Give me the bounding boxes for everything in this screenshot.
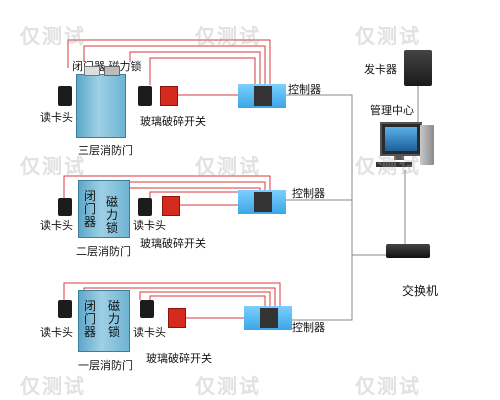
- network-switch-icon: [386, 244, 430, 258]
- floor1-mag-lock-label: 磁力锁: [108, 299, 121, 339]
- floor1-card-reader-left-icon: [58, 300, 72, 318]
- monitor-icon: [380, 122, 422, 156]
- floor3-controller-box: [254, 86, 272, 106]
- floor1-glass-break-switch-icon: [168, 308, 186, 328]
- floor1-reader-left-label: 读卡头: [40, 326, 73, 339]
- floor3-title: 三层消防门: [78, 144, 133, 157]
- card-issuer-label: 发卡器: [364, 63, 397, 76]
- floor2-glass-label: 玻璃破碎开关: [140, 237, 206, 250]
- floor1-controller-box: [260, 308, 278, 328]
- floor2-title: 二层消防门: [76, 245, 131, 258]
- floor3-door-closer-icon: [84, 66, 100, 76]
- floor1-controller-label: 控制器: [292, 321, 325, 334]
- card-issuer-icon: [404, 50, 432, 86]
- management-center-label: 管理中心: [370, 104, 414, 117]
- floor3-reader-label: 读卡头: [40, 111, 73, 124]
- floor3-mag-lock-icon: [104, 66, 120, 76]
- floor3-controller-label: 控制器: [288, 83, 321, 96]
- floor2-reader-left-label: 读卡头: [40, 219, 73, 232]
- floor1-fire-door: [78, 290, 130, 352]
- floor2-glass-break-switch-icon: [162, 196, 180, 216]
- floor2-controller-label: 控制器: [292, 187, 325, 200]
- floor3-glass-break-switch-icon: [160, 86, 178, 106]
- switch-label: 交换机: [402, 284, 439, 298]
- floor2-reader-right-label: 读卡头: [133, 219, 166, 232]
- floor3-card-reader-left-icon: [58, 86, 72, 106]
- floor2-fire-door: [78, 180, 130, 238]
- floor2-card-reader-right-icon: [138, 198, 152, 216]
- keyboard-icon: [376, 162, 412, 167]
- floor2-controller-box: [254, 192, 272, 212]
- floor2-door-closer-label: 闭门器: [84, 189, 97, 229]
- floor3-card-reader-right-icon: [138, 86, 152, 106]
- floor3-fire-door: [76, 74, 126, 138]
- floor2-card-reader-left-icon: [58, 198, 72, 216]
- floor2-mag-lock-label: 磁力锁: [106, 195, 119, 235]
- floor1-reader-right-label: 读卡头: [133, 326, 166, 339]
- floor1-card-reader-right-icon: [140, 300, 154, 318]
- pc-tower-icon: [420, 125, 434, 165]
- floor1-title: 一层消防门: [78, 359, 133, 372]
- monitor-stand: [394, 154, 404, 160]
- floor3-glass-label: 玻璃破碎开关: [140, 115, 206, 128]
- floor1-door-closer-label: 闭门器: [84, 299, 97, 339]
- floor1-glass-label: 玻璃破碎开关: [146, 352, 212, 365]
